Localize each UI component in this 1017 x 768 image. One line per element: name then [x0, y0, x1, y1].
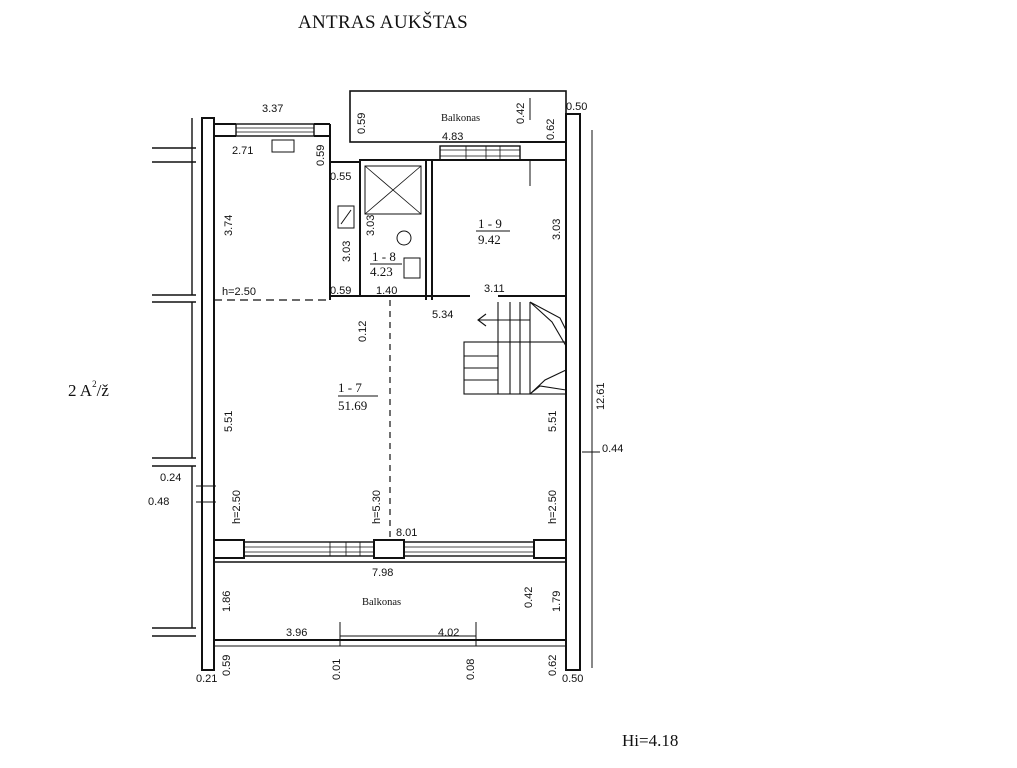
dim-0-59-a: 0.59: [315, 145, 327, 166]
dim-3-74: 3.74: [223, 215, 235, 236]
balcony-wall-lower: [213, 539, 567, 559]
dim-0-62-top: 0.62: [545, 119, 557, 140]
dim-0-55: 0.55: [330, 171, 351, 183]
dim-4-02: 4.02: [438, 627, 459, 639]
dim-0-59-b: 0.59: [330, 285, 351, 297]
building-label-sup: 2: [92, 379, 97, 390]
plan-title: ANTRAS AUKŠTAS: [298, 12, 469, 33]
dim-2-71: 2.71: [232, 145, 253, 157]
dim-0-42-top: 0.42: [515, 103, 527, 124]
dim-0-62-b: 0.62: [547, 655, 559, 676]
dim-1-40: 1.40: [376, 285, 397, 297]
room-7-label: 1 - 7 51.69: [338, 380, 378, 413]
dim-3-11: 3.11: [484, 283, 505, 295]
height-center: h=5.30: [371, 490, 383, 524]
dim-1-86: 1.86: [221, 591, 233, 612]
room-8-area: 4.23: [370, 264, 393, 279]
dim-5-34: 5.34: [432, 309, 453, 321]
dim-5-51-a: 5.51: [223, 411, 235, 432]
room-9-id: 1 - 9: [478, 216, 502, 231]
dim-3-03-b: 3.03: [365, 215, 377, 236]
dim-5-51-b: 5.51: [547, 411, 559, 432]
dim-0-42-b: 0.42: [523, 587, 535, 608]
dim-0-50-b: 0.50: [562, 673, 583, 685]
bottom-balcony: [214, 561, 566, 647]
dim-7-98: 7.98: [372, 567, 393, 579]
bottom-balcony-label: Balkonas: [362, 597, 401, 608]
room-7-area: 51.69: [338, 398, 367, 413]
top-left-wall: [214, 123, 360, 163]
room-7-id: 1 - 7: [338, 380, 362, 395]
left-outer-wall: [201, 117, 215, 671]
building-label: 2 A2/ž: [68, 379, 109, 401]
height-top-left: h=2.50: [222, 286, 256, 298]
dim-1-79: 1.79: [551, 591, 563, 612]
room-9-area: 9.42: [478, 232, 501, 247]
dim-3-96: 3.96: [286, 627, 307, 639]
dim-3-03-a: 3.03: [341, 241, 353, 262]
right-outer-wall: [565, 113, 581, 671]
top-balcony-door: [439, 145, 521, 161]
dim-3-03-c: 3.03: [551, 219, 563, 240]
adjacent-walls: [152, 118, 196, 637]
dim-12-61: 12.61: [595, 382, 607, 410]
dim-0-01: 0.01: [331, 659, 343, 680]
height-index: Hi=4.18: [622, 731, 679, 750]
dim-0-12: 0.12: [357, 321, 369, 342]
height-right: h=2.50: [547, 490, 559, 524]
building-label-suffix: /ž: [96, 381, 109, 400]
dim-0-48: 0.48: [148, 496, 169, 508]
sink-fixture: [271, 139, 295, 153]
staircase: [463, 301, 567, 395]
dim-0-59-c: 0.59: [221, 655, 233, 676]
room-8-id: 1 - 8: [372, 249, 396, 264]
partition-walls: [214, 160, 566, 540]
dim-0-24: 0.24: [160, 472, 181, 484]
dim-0-21: 0.21: [196, 673, 217, 685]
dim-4-83: 4.83: [442, 131, 463, 143]
height-left: h=2.50: [231, 490, 243, 524]
dim-0-08: 0.08: [465, 659, 477, 680]
dim-8-01: 8.01: [396, 527, 417, 539]
building-label-main: 2 A: [68, 381, 93, 400]
dim-3-37: 3.37: [262, 103, 283, 115]
dim-0-44: 0.44: [602, 443, 623, 455]
dimension-lines: [196, 98, 600, 668]
top-balcony-label: Balkonas: [441, 113, 480, 124]
dim-0-59-top: 0.59: [356, 113, 368, 134]
room-9-label: 1 - 9 9.42: [476, 216, 510, 247]
dim-0-50-top: 0.50: [566, 101, 587, 113]
room-8-label: 1 - 8 4.23: [370, 249, 402, 279]
